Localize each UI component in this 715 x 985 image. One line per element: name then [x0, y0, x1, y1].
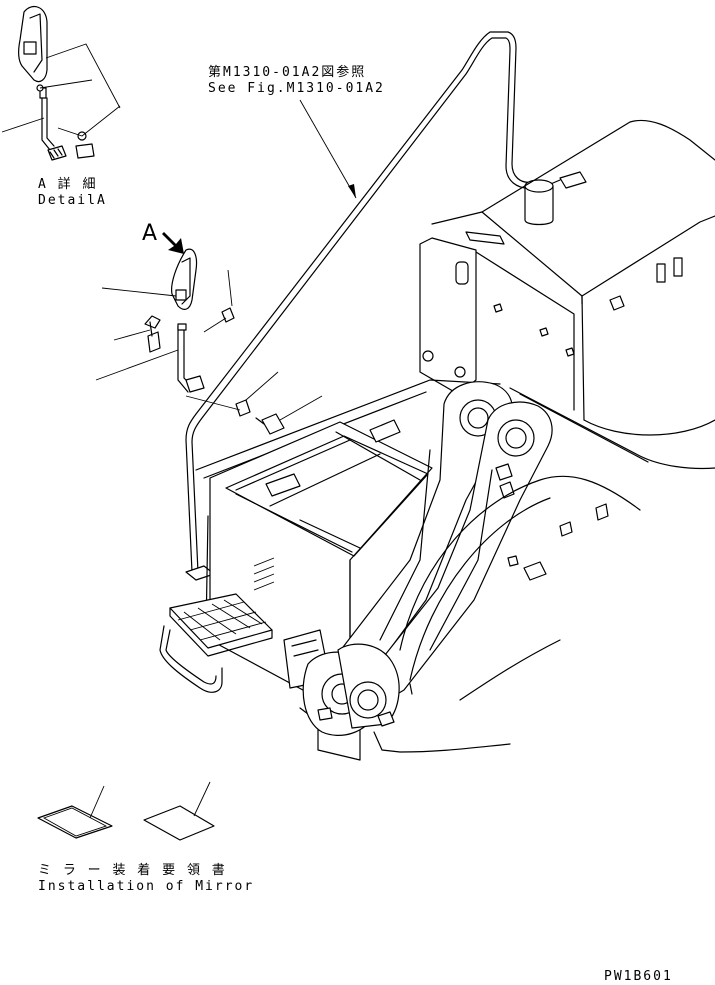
manual-sheets: [37, 781, 215, 841]
mirror-assembly: [95, 248, 323, 435]
reference-label-en: See Fig.M1310-01A2: [208, 81, 385, 96]
manual-label-en: Installation of Mirror: [38, 879, 254, 894]
detail-a-title-en: DetailA: [38, 193, 107, 208]
figure-code: PW1B601: [604, 969, 673, 984]
reference-label-jp: 第M1310-01A2図参照: [208, 64, 366, 80]
detail-a-title-jp: A 詳 細: [38, 176, 97, 192]
manual-label-jp: ミ ラ ー 装 着 要 領 書: [38, 862, 227, 878]
view-arrow: [162, 232, 184, 254]
reference-leader: [299, 99, 357, 199]
machine-body: [159, 31, 715, 761]
step-grating: [159, 593, 273, 693]
boom-arm: [302, 381, 553, 736]
detail-a-view: [1, 5, 121, 161]
reference-arrowhead: [348, 184, 356, 198]
view-marker-a: A: [142, 221, 157, 246]
